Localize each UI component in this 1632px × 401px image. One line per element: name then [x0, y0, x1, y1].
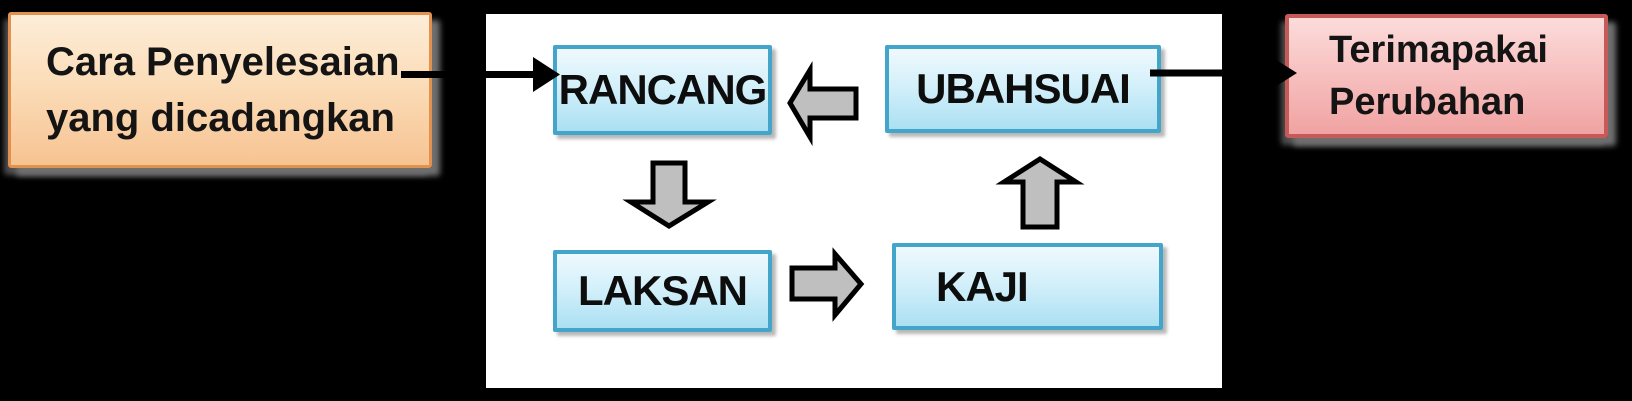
node-ubahsuai-label: UBAHSUAI [916, 65, 1131, 112]
node-ubahsuai: UBAHSUAI [885, 45, 1161, 133]
adopt-box-line2: Perubahan [1329, 81, 1526, 123]
node-laksan: LAKSAN [553, 250, 772, 332]
node-laksan-label: LAKSAN [578, 267, 748, 314]
proposal-box: Cara Penyelesaian yang dicadangkan [8, 12, 432, 168]
node-rancang: RANCANG [553, 45, 772, 135]
node-kaji: KAJI [892, 243, 1163, 330]
proposal-box-line1: Cara Penyelesaian [46, 40, 400, 84]
adopt-box: Terimapakai Perubahan [1285, 14, 1608, 138]
node-rancang-label: RANCANG [558, 66, 768, 113]
adopt-box-line1: Terimapakai [1329, 29, 1548, 71]
proposal-box-line2: yang dicadangkan [46, 96, 395, 140]
node-kaji-label: KAJI [936, 262, 1029, 310]
